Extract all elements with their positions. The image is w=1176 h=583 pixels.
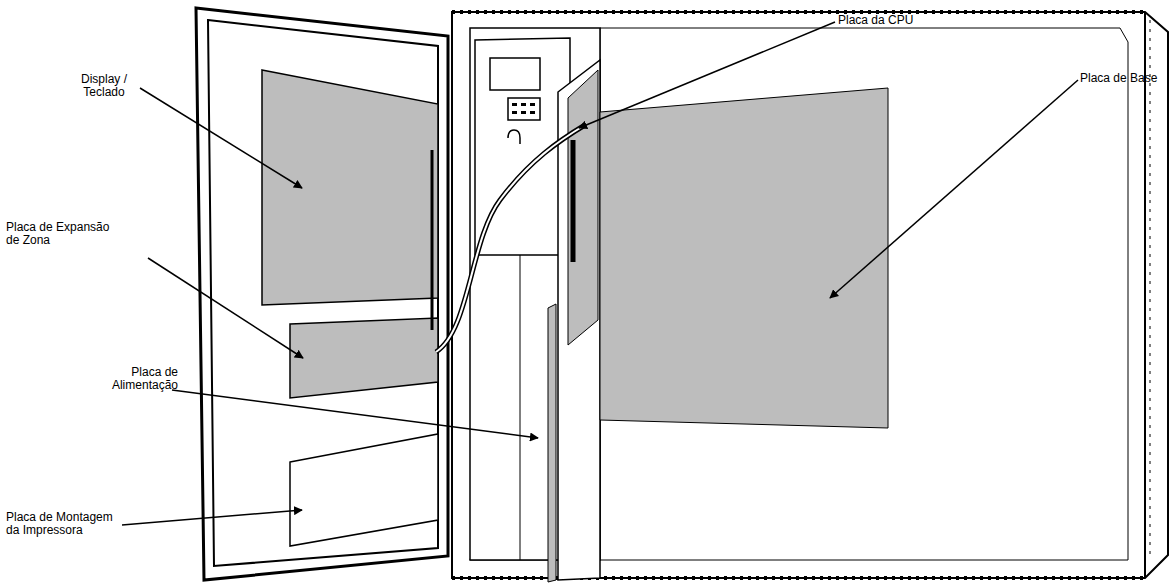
door-cable-clip <box>431 150 434 330</box>
keypad <box>508 98 540 120</box>
base-board <box>600 88 888 428</box>
part-label: Placa de Alimentação <box>74 366 178 392</box>
power-board <box>548 304 556 582</box>
part-label: Placa de Base <box>1080 72 1176 85</box>
display-window <box>490 58 540 90</box>
leader-arrow <box>122 510 302 525</box>
cabinet-top-edge <box>452 10 1145 14</box>
door-inner <box>208 20 438 566</box>
part-label: Placa de Montagem da Impressora <box>6 511 122 537</box>
leader-arrow <box>579 22 835 128</box>
cabinet-edge <box>1144 12 1146 578</box>
part-label: Placa da CPU <box>838 14 978 27</box>
zone-expansion-board <box>290 318 438 398</box>
cpu-board <box>568 70 598 345</box>
printer-mount-plate <box>290 434 438 546</box>
leader-arrow <box>830 80 1078 298</box>
leader-arrow <box>140 88 302 188</box>
leader-arrow <box>172 390 538 438</box>
keypad-keys <box>512 103 535 114</box>
cabinet-right-dash <box>1150 20 1151 560</box>
column-divider <box>520 255 521 560</box>
ribbon-cable-core <box>436 125 585 352</box>
part-label: Display / Teclado <box>72 73 136 99</box>
leader-arrow <box>148 258 303 358</box>
ribbon-cable <box>436 125 585 352</box>
cpu-connector <box>571 140 576 262</box>
connector-hook <box>508 130 520 144</box>
display-keypad-panel <box>262 70 438 305</box>
part-label: Placa de Expansão de Zona <box>6 221 116 247</box>
door-outer <box>196 8 448 580</box>
